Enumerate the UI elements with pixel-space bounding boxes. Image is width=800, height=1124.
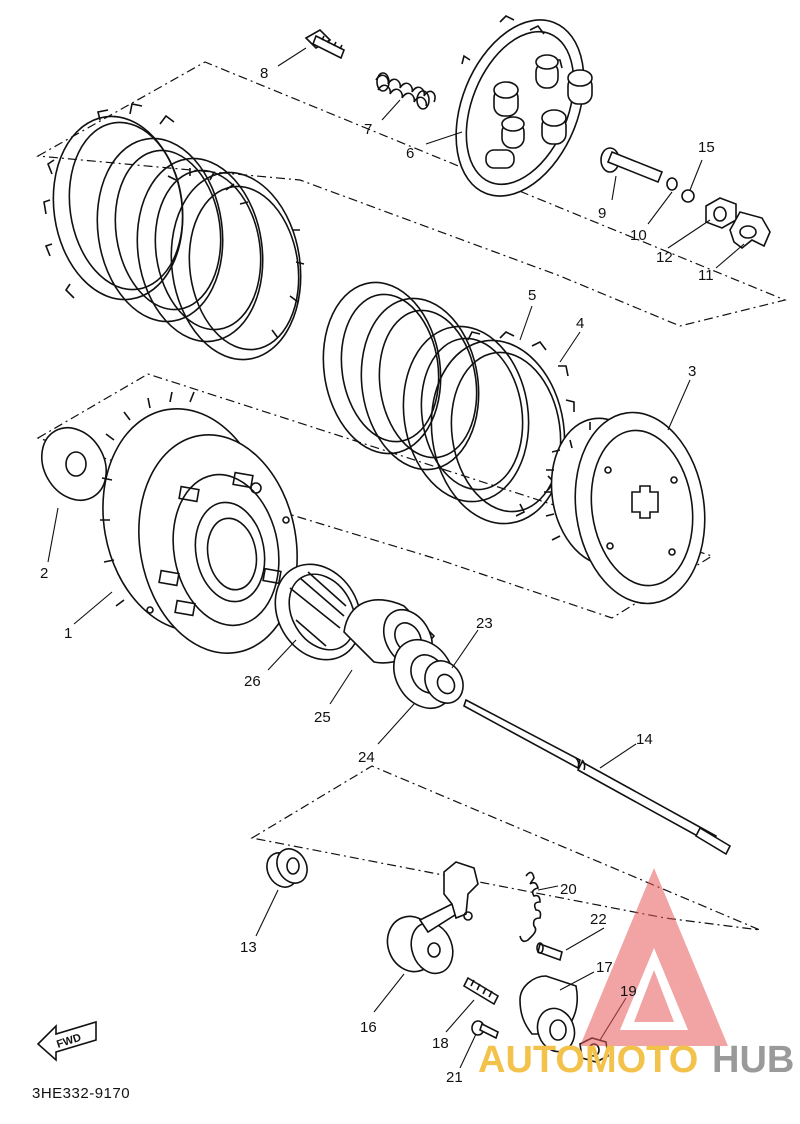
nut-part-12 xyxy=(705,197,737,229)
callout-1: 1 xyxy=(64,625,72,642)
callout-26: 26 xyxy=(244,673,261,690)
callout-19: 19 xyxy=(620,983,637,1000)
watermark-hub: HUB xyxy=(712,1039,794,1081)
spring-part-20 xyxy=(519,871,542,943)
push-rod-part-14 xyxy=(463,698,732,856)
callout-6: 6 xyxy=(406,145,414,162)
callout-22: 22 xyxy=(590,911,607,928)
callout-12: 12 xyxy=(656,249,673,266)
thrust-washer-part-2 xyxy=(41,427,107,501)
needle-bearing-part-26 xyxy=(274,563,362,661)
callout-24: 24 xyxy=(358,749,375,766)
watermark-logo xyxy=(580,868,728,1046)
callout-13: 13 xyxy=(240,939,257,956)
callout-14: 14 xyxy=(636,731,653,748)
middle-group-outline xyxy=(36,373,714,619)
watermark-text: AUTOMOTO HUB xyxy=(478,1039,794,1081)
callout-9: 9 xyxy=(598,205,606,222)
pin-part-22 xyxy=(536,942,563,962)
circlip-part-10 xyxy=(666,177,678,191)
callout-23: 23 xyxy=(476,615,493,632)
fwd-arrow-icon: FWD xyxy=(36,1020,97,1062)
callout-3: 3 xyxy=(688,363,696,380)
callout-17: 17 xyxy=(596,959,613,976)
spring-part-7 xyxy=(375,72,436,110)
callout-7: 7 xyxy=(364,121,372,138)
housing-part-17 xyxy=(519,975,578,1053)
lock-washer-part-11 xyxy=(729,211,771,250)
bolt-part-8 xyxy=(304,29,346,60)
callout-21: 21 xyxy=(446,1069,463,1086)
screw-part-21 xyxy=(471,1020,499,1040)
clutch-boss-part-3 xyxy=(544,411,706,605)
callout-16: 16 xyxy=(360,1019,377,1036)
callout-5: 5 xyxy=(528,287,536,304)
collar-part-13 xyxy=(266,848,308,888)
ball-part-15 xyxy=(681,189,695,203)
callout-2: 2 xyxy=(40,565,48,582)
callout-10: 10 xyxy=(630,227,647,244)
release-lever-part-16 xyxy=(386,861,479,975)
primary-driven-gear-part-1 xyxy=(100,391,298,654)
adjust-screw-part-18 xyxy=(462,976,500,1006)
callout-18: 18 xyxy=(432,1035,449,1052)
callout-15: 15 xyxy=(698,139,715,156)
drawing-code: 3HE332-9170 xyxy=(32,1085,130,1102)
callout-4: 4 xyxy=(576,315,584,332)
callout-labels: 8 7 6 9 15 10 12 11 5 4 3 2 1 23 26 25 2… xyxy=(40,65,715,1086)
callout-8: 8 xyxy=(260,65,268,82)
washer-part-23 xyxy=(424,660,464,704)
friction-plate-stack-upper xyxy=(43,103,305,361)
upper-group-outline xyxy=(36,61,787,327)
watermark-auto: AUTOMOTO xyxy=(478,1039,698,1081)
callout-20: 20 xyxy=(560,881,577,898)
callout-11: 11 xyxy=(698,267,714,284)
pressure-plate-part-6 xyxy=(455,15,593,197)
lower-group-outline xyxy=(250,765,761,931)
push-pin-part-9 xyxy=(600,147,664,184)
callout-25: 25 xyxy=(314,709,331,726)
friction-plate-stack-middle xyxy=(322,281,575,525)
